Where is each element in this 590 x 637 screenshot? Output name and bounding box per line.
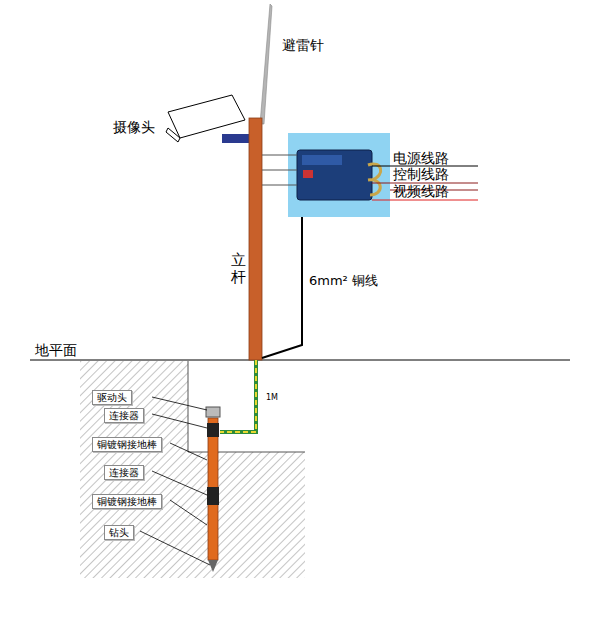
protector-face	[302, 155, 342, 165]
rod-label: 避雷针	[282, 38, 324, 53]
camera	[168, 95, 245, 138]
length-label: 1M	[266, 394, 278, 403]
line-label: 控制线路	[393, 167, 449, 182]
protector-panel	[288, 133, 390, 217]
leader-lines	[140, 397, 210, 565]
ground-line	[30, 360, 570, 361]
wire	[262, 185, 297, 186]
ground-label: 地平面	[35, 343, 77, 358]
lightning-rod	[260, 4, 272, 124]
protector-logo	[303, 170, 313, 178]
part-name: 铜镀钢接地棒	[97, 496, 157, 507]
part-name: 连接器	[109, 467, 139, 478]
part-label-box: 铜镀钢接地棒	[92, 437, 162, 452]
wire	[262, 170, 297, 171]
pole-label: 立杆	[231, 252, 246, 285]
protector-leads	[368, 164, 381, 195]
part-label-box: 钻头	[104, 525, 134, 540]
video-line	[372, 200, 478, 201]
soil-hatch	[80, 361, 305, 578]
connector	[207, 423, 219, 437]
part-name: 钻头	[109, 527, 129, 538]
connector	[207, 487, 219, 505]
pole	[249, 118, 262, 360]
camera-mount	[222, 134, 250, 143]
part-name: 连接器	[109, 410, 139, 421]
drill-bit	[208, 560, 218, 572]
line-label: 视频线路	[393, 184, 449, 199]
wire	[262, 155, 297, 156]
drive-head	[206, 407, 220, 417]
camera-lens	[166, 128, 180, 142]
part-name: 铜镀钢接地棒	[97, 439, 157, 450]
part-name: 驱动头	[97, 392, 127, 403]
earth-wire-stripe	[220, 360, 256, 432]
surge-protector	[297, 150, 372, 200]
part-label-box: 铜镀钢接地棒	[92, 494, 162, 509]
pit-outline	[188, 361, 305, 452]
ground-rod	[208, 418, 218, 560]
line-label: 电源线路	[393, 151, 449, 166]
copper-wire	[262, 217, 302, 358]
earth-wire	[220, 360, 256, 432]
part-label-box: 连接器	[104, 465, 144, 480]
wire-label: 6mm² 铜线	[309, 274, 378, 288]
part-label-box: 驱动头	[92, 390, 132, 405]
part-label-box: 连接器	[104, 408, 144, 423]
camera-label: 摄像头	[113, 120, 155, 135]
